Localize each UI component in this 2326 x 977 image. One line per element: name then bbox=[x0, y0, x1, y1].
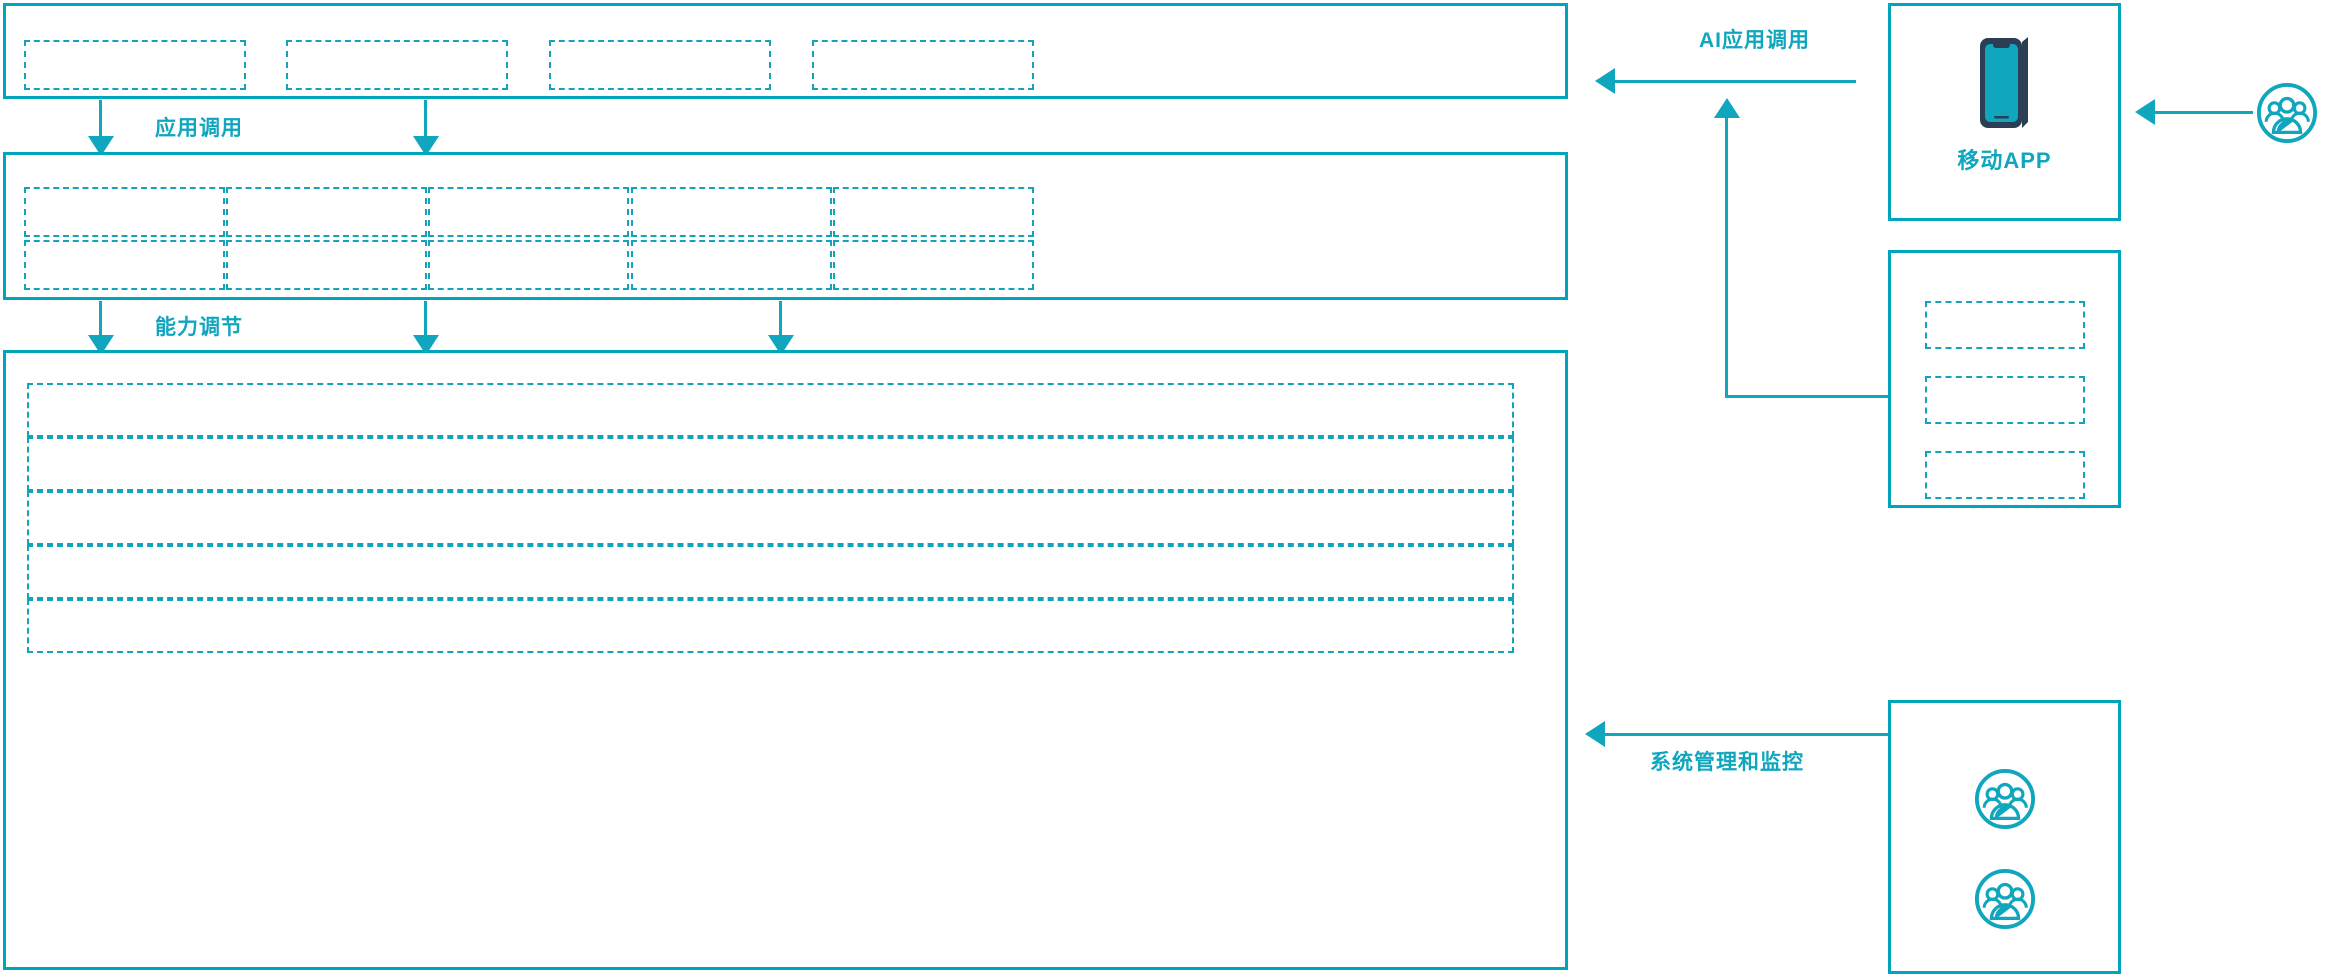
ai-app-call-arrowhead-left bbox=[1595, 68, 1615, 94]
infrastructure-layer-panel bbox=[3, 350, 1568, 970]
capability-adjust-line-1 bbox=[99, 301, 102, 339]
system-manage-monitor-arrowhead bbox=[1585, 721, 1605, 747]
admin-user-group-icon-1 bbox=[1974, 768, 2036, 830]
capability-slot-r1c3[interactable] bbox=[428, 187, 629, 237]
app-call-arrow-right bbox=[413, 136, 439, 156]
capability-slot-r1c1[interactable] bbox=[24, 187, 225, 237]
ai-app-call-label: AI应用调用 bbox=[1699, 29, 1810, 52]
capability-slot-r2c2[interactable] bbox=[226, 240, 427, 290]
application-slot-1[interactable] bbox=[24, 40, 246, 90]
ai-app-call-vertical-line bbox=[1725, 118, 1728, 398]
capability-slot-r2c3[interactable] bbox=[428, 240, 629, 290]
ai-app-call-horizontal-line bbox=[1615, 80, 1856, 83]
capability-adjust-line-2 bbox=[424, 301, 427, 339]
smartphone-icon bbox=[1978, 32, 2034, 132]
user-to-mobile-line bbox=[2155, 111, 2253, 114]
admin-panel bbox=[1888, 700, 2121, 974]
infrastructure-row-2[interactable] bbox=[27, 437, 1514, 491]
system-manage-monitor-line bbox=[1605, 733, 1888, 736]
ai-app-call-arrowhead-up bbox=[1714, 98, 1740, 118]
infrastructure-row-1[interactable] bbox=[27, 383, 1514, 437]
channel-slot-3[interactable] bbox=[1925, 451, 2085, 499]
channel-slot-1[interactable] bbox=[1925, 301, 2085, 349]
capability-layer-panel bbox=[3, 152, 1568, 300]
channel-slot-2[interactable] bbox=[1925, 376, 2085, 424]
capability-slot-r1c2[interactable] bbox=[226, 187, 427, 237]
channel-panel-elbow-line bbox=[1725, 395, 1890, 398]
capability-slot-r1c4[interactable] bbox=[631, 187, 832, 237]
mobile-app-caption: 移动APP bbox=[1957, 148, 2052, 173]
application-slot-2[interactable] bbox=[286, 40, 508, 90]
infrastructure-row-5[interactable] bbox=[27, 599, 1514, 653]
app-call-label: 应用调用 bbox=[155, 117, 243, 140]
user-group-icon bbox=[2256, 82, 2318, 144]
system-manage-monitor-label: 系统管理和监控 bbox=[1650, 751, 1804, 774]
app-call-connector-line-right bbox=[424, 100, 427, 140]
capability-adjust-line-3 bbox=[779, 301, 782, 339]
application-layer-panel bbox=[3, 3, 1568, 99]
capability-slot-r2c4[interactable] bbox=[631, 240, 832, 290]
application-slot-4[interactable] bbox=[812, 40, 1034, 90]
capability-adjust-label: 能力调节 bbox=[155, 316, 243, 339]
app-call-connector-line-left bbox=[99, 100, 102, 140]
infrastructure-row-4[interactable] bbox=[27, 545, 1514, 599]
capability-slot-r2c1[interactable] bbox=[24, 240, 225, 290]
capability-slot-r2c5[interactable] bbox=[833, 240, 1034, 290]
user-to-mobile-arrowhead bbox=[2135, 99, 2155, 125]
capability-slot-r1c5[interactable] bbox=[833, 187, 1034, 237]
admin-user-group-icon-2 bbox=[1974, 868, 2036, 930]
application-slot-3[interactable] bbox=[549, 40, 771, 90]
app-call-arrow-left bbox=[88, 136, 114, 156]
infrastructure-row-3[interactable] bbox=[27, 491, 1514, 545]
